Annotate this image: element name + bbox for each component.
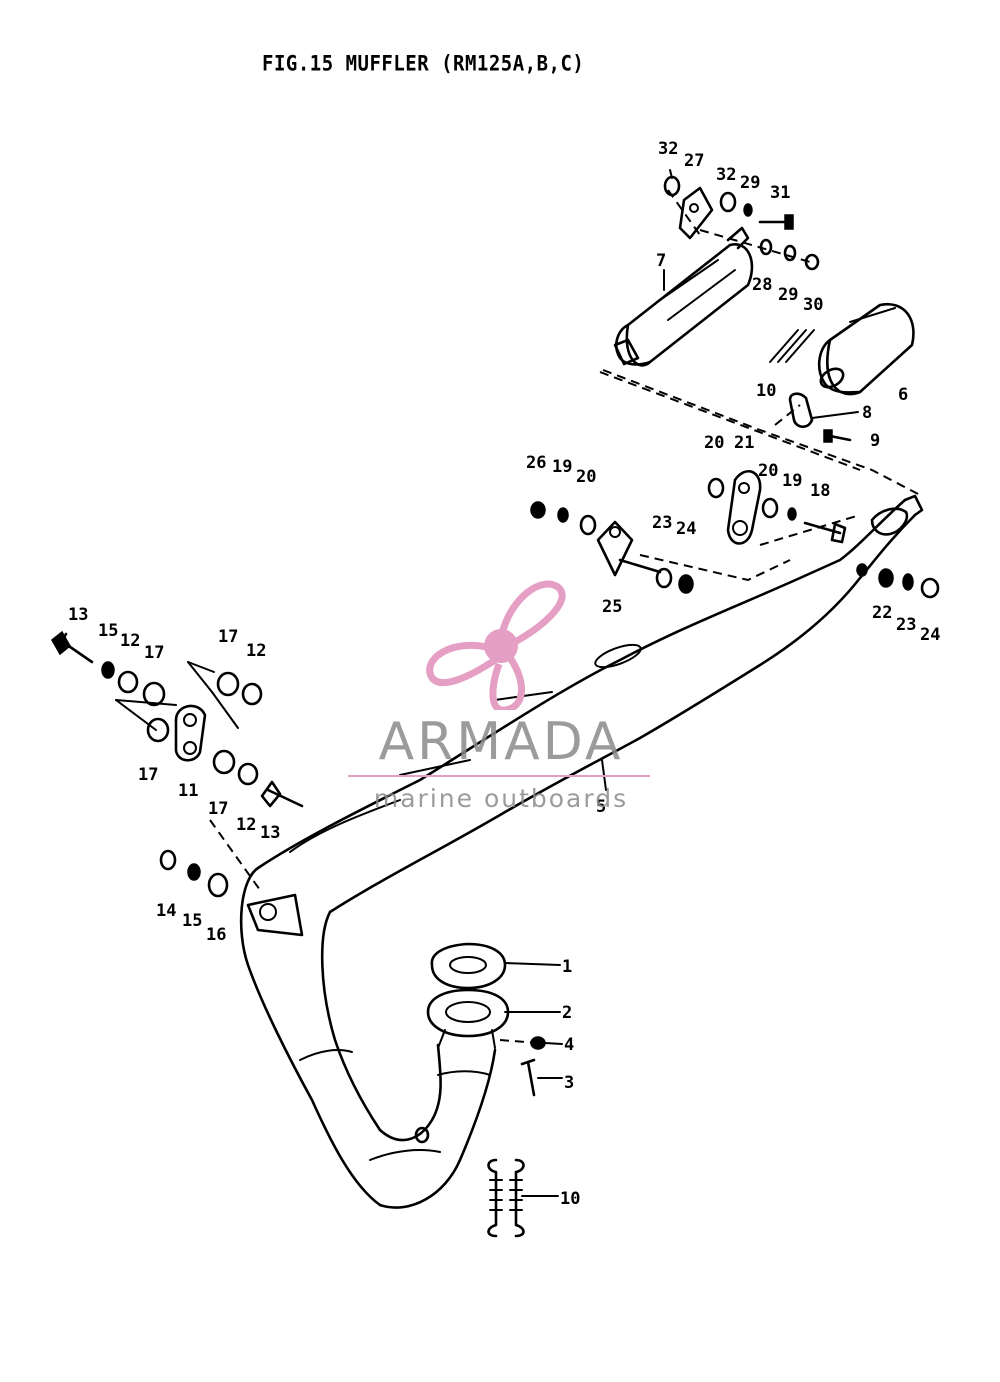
callout-23b: 23 bbox=[896, 615, 916, 635]
callout-24b: 24 bbox=[920, 625, 940, 645]
callout-19a: 19 bbox=[782, 471, 802, 491]
small-fasteners bbox=[101, 175, 940, 1144]
mount-bracket-27 bbox=[678, 186, 714, 240]
callout-17c: 17 bbox=[138, 765, 158, 785]
muffler-canister bbox=[613, 226, 754, 367]
bolt-9 bbox=[823, 429, 852, 443]
callout-28: 28 bbox=[752, 275, 772, 295]
mount-bracket-25 bbox=[596, 520, 662, 577]
page-title: FIG.15 MUFFLER (RM125A,B,C) bbox=[262, 52, 585, 77]
callout-1: 1 bbox=[562, 957, 572, 977]
callout-20b: 20 bbox=[758, 461, 778, 481]
callout-26: 26 bbox=[526, 453, 546, 473]
spring-pair-bottom bbox=[487, 1158, 525, 1238]
callout-13a: 13 bbox=[68, 605, 88, 625]
callout-20c: 20 bbox=[576, 467, 596, 487]
callout-15a: 15 bbox=[98, 621, 118, 641]
callout-29b: 29 bbox=[778, 285, 798, 305]
callout-7: 7 bbox=[656, 251, 666, 271]
callout-21: 21 bbox=[734, 433, 754, 453]
callout-32a: 32 bbox=[658, 139, 678, 159]
callout-31: 31 bbox=[770, 183, 790, 203]
callout-16: 16 bbox=[206, 925, 226, 945]
inlet-flange-assembly bbox=[426, 942, 510, 1049]
callout-17d: 17 bbox=[208, 799, 228, 819]
callout-leader-lines bbox=[504, 169, 859, 1197]
spring-top bbox=[769, 329, 815, 363]
callout-22: 22 bbox=[872, 603, 892, 623]
callout-6: 6 bbox=[898, 385, 908, 405]
callout-15b: 15 bbox=[182, 911, 202, 931]
callout-25: 25 bbox=[602, 597, 622, 617]
mount-bracket-21 bbox=[726, 470, 762, 545]
bolt-31 bbox=[758, 214, 794, 230]
callout-3: 3 bbox=[564, 1073, 574, 1093]
callout-29a: 29 bbox=[740, 173, 760, 193]
callout-24a: 24 bbox=[676, 519, 696, 539]
callout-13b: 13 bbox=[260, 823, 280, 843]
muffler-end-cap bbox=[817, 302, 915, 396]
bolt-13a bbox=[51, 630, 94, 664]
callout-18: 18 bbox=[810, 481, 830, 501]
callout-23a: 23 bbox=[652, 513, 672, 533]
expansion-chamber bbox=[239, 494, 924, 1209]
assembly-guide-lines bbox=[115, 189, 921, 1044]
callout-30: 30 bbox=[803, 295, 823, 315]
callout-4: 4 bbox=[564, 1035, 574, 1055]
callout-8: 8 bbox=[862, 403, 872, 423]
callout-labels: 32 27 32 29 31 7 28 29 30 10 6 8 9 20 21… bbox=[68, 139, 940, 1209]
callout-2: 2 bbox=[562, 1003, 572, 1023]
callout-20a: 20 bbox=[704, 433, 724, 453]
callout-19b: 19 bbox=[552, 457, 572, 477]
callout-17b: 17 bbox=[218, 627, 238, 647]
callout-27: 27 bbox=[684, 151, 704, 171]
bolt-3 bbox=[520, 1058, 536, 1097]
callout-5: 5 bbox=[596, 797, 606, 817]
callout-10a: 10 bbox=[756, 381, 776, 401]
callout-32b: 32 bbox=[716, 165, 736, 185]
callout-14: 14 bbox=[156, 901, 176, 921]
callout-12a: 12 bbox=[120, 631, 140, 651]
callout-12b: 12 bbox=[246, 641, 266, 661]
bolt-18 bbox=[803, 521, 847, 544]
callout-17a: 17 bbox=[144, 643, 164, 663]
callout-10b: 10 bbox=[560, 1189, 580, 1209]
mount-bracket-11 bbox=[174, 704, 207, 762]
callout-9: 9 bbox=[870, 431, 880, 451]
callout-12c: 12 bbox=[236, 815, 256, 835]
bolt-13b bbox=[260, 780, 304, 808]
callout-11: 11 bbox=[178, 781, 198, 801]
